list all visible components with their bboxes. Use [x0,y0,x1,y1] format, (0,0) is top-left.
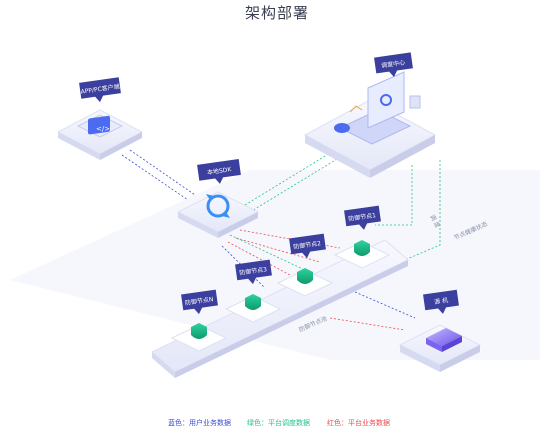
defense-node-2[interactable]: 防御节点2 [276,233,334,297]
defense-node-1-label: 防御节点1 [348,211,377,223]
edge-dispatch-node1 [375,165,413,226]
shield-icon [297,268,313,284]
app-client-tag: APP/PC客户端 [79,77,121,103]
defense-node-3[interactable]: 防御节点3 [224,259,282,323]
defense-node-1[interactable]: 防御节点1 [333,205,391,269]
edge-sdk-nodes-green [229,234,306,271]
shield-icon [245,294,261,310]
page-title: 架构部署 [244,4,309,22]
local-sdk-node[interactable]: 本地SDK [176,159,260,238]
edge-nodes-source-blue [354,291,416,319]
defense-node-3-label: 防御节点3 [239,265,268,277]
shield-icon [354,240,370,256]
local-sdk-label: 本地SDK [207,165,233,176]
defense-node-n[interactable]: 防御节点N [170,289,228,352]
edge-client-sdk [129,149,196,196]
source-server-node[interactable]: 源 机 [398,289,482,372]
sync-icon [206,194,230,218]
legend-green: 绿色：平台调度数据 [247,418,310,428]
app-client-node[interactable]: </> APP/PC客户端 [56,77,144,160]
code-icon: </> [96,125,110,133]
pie-slice-icon [334,123,350,133]
legend-blue: 蓝色：用户业务数据 [168,418,231,428]
edge-nodes-source-red [329,317,406,331]
dispatch-center-label: 调度中心 [381,58,406,69]
server-icon [426,328,462,346]
source-server-label: 源 机 [434,296,449,306]
background-floor [10,170,540,360]
defense-node-n-label: 防御节点N [184,295,213,307]
dispatch-center-tag: 调度中心 [374,52,413,78]
dispatch-center-node[interactable]: 调度中心 [303,52,437,178]
pie-chart-icon [380,94,392,106]
defense-node-2-label: 防御节点2 [293,239,322,251]
edge-node-health [399,160,441,263]
edge-sdk-dispatch [244,149,336,206]
legend-red-text: 红色：平台业务数据 [327,419,390,427]
legend-blue-text: 蓝色：用户业务数据 [168,419,231,427]
legend-red: 红色：平台业务数据 [327,418,390,428]
edge-sdk-nodes-red-2 [235,237,321,263]
local-sdk-tag: 本地SDK [197,159,241,184]
laptop-screen [367,71,405,129]
connectors [121,149,441,331]
legend-green-text: 绿色：平台调度数据 [247,419,310,427]
shield-icon [191,323,207,339]
